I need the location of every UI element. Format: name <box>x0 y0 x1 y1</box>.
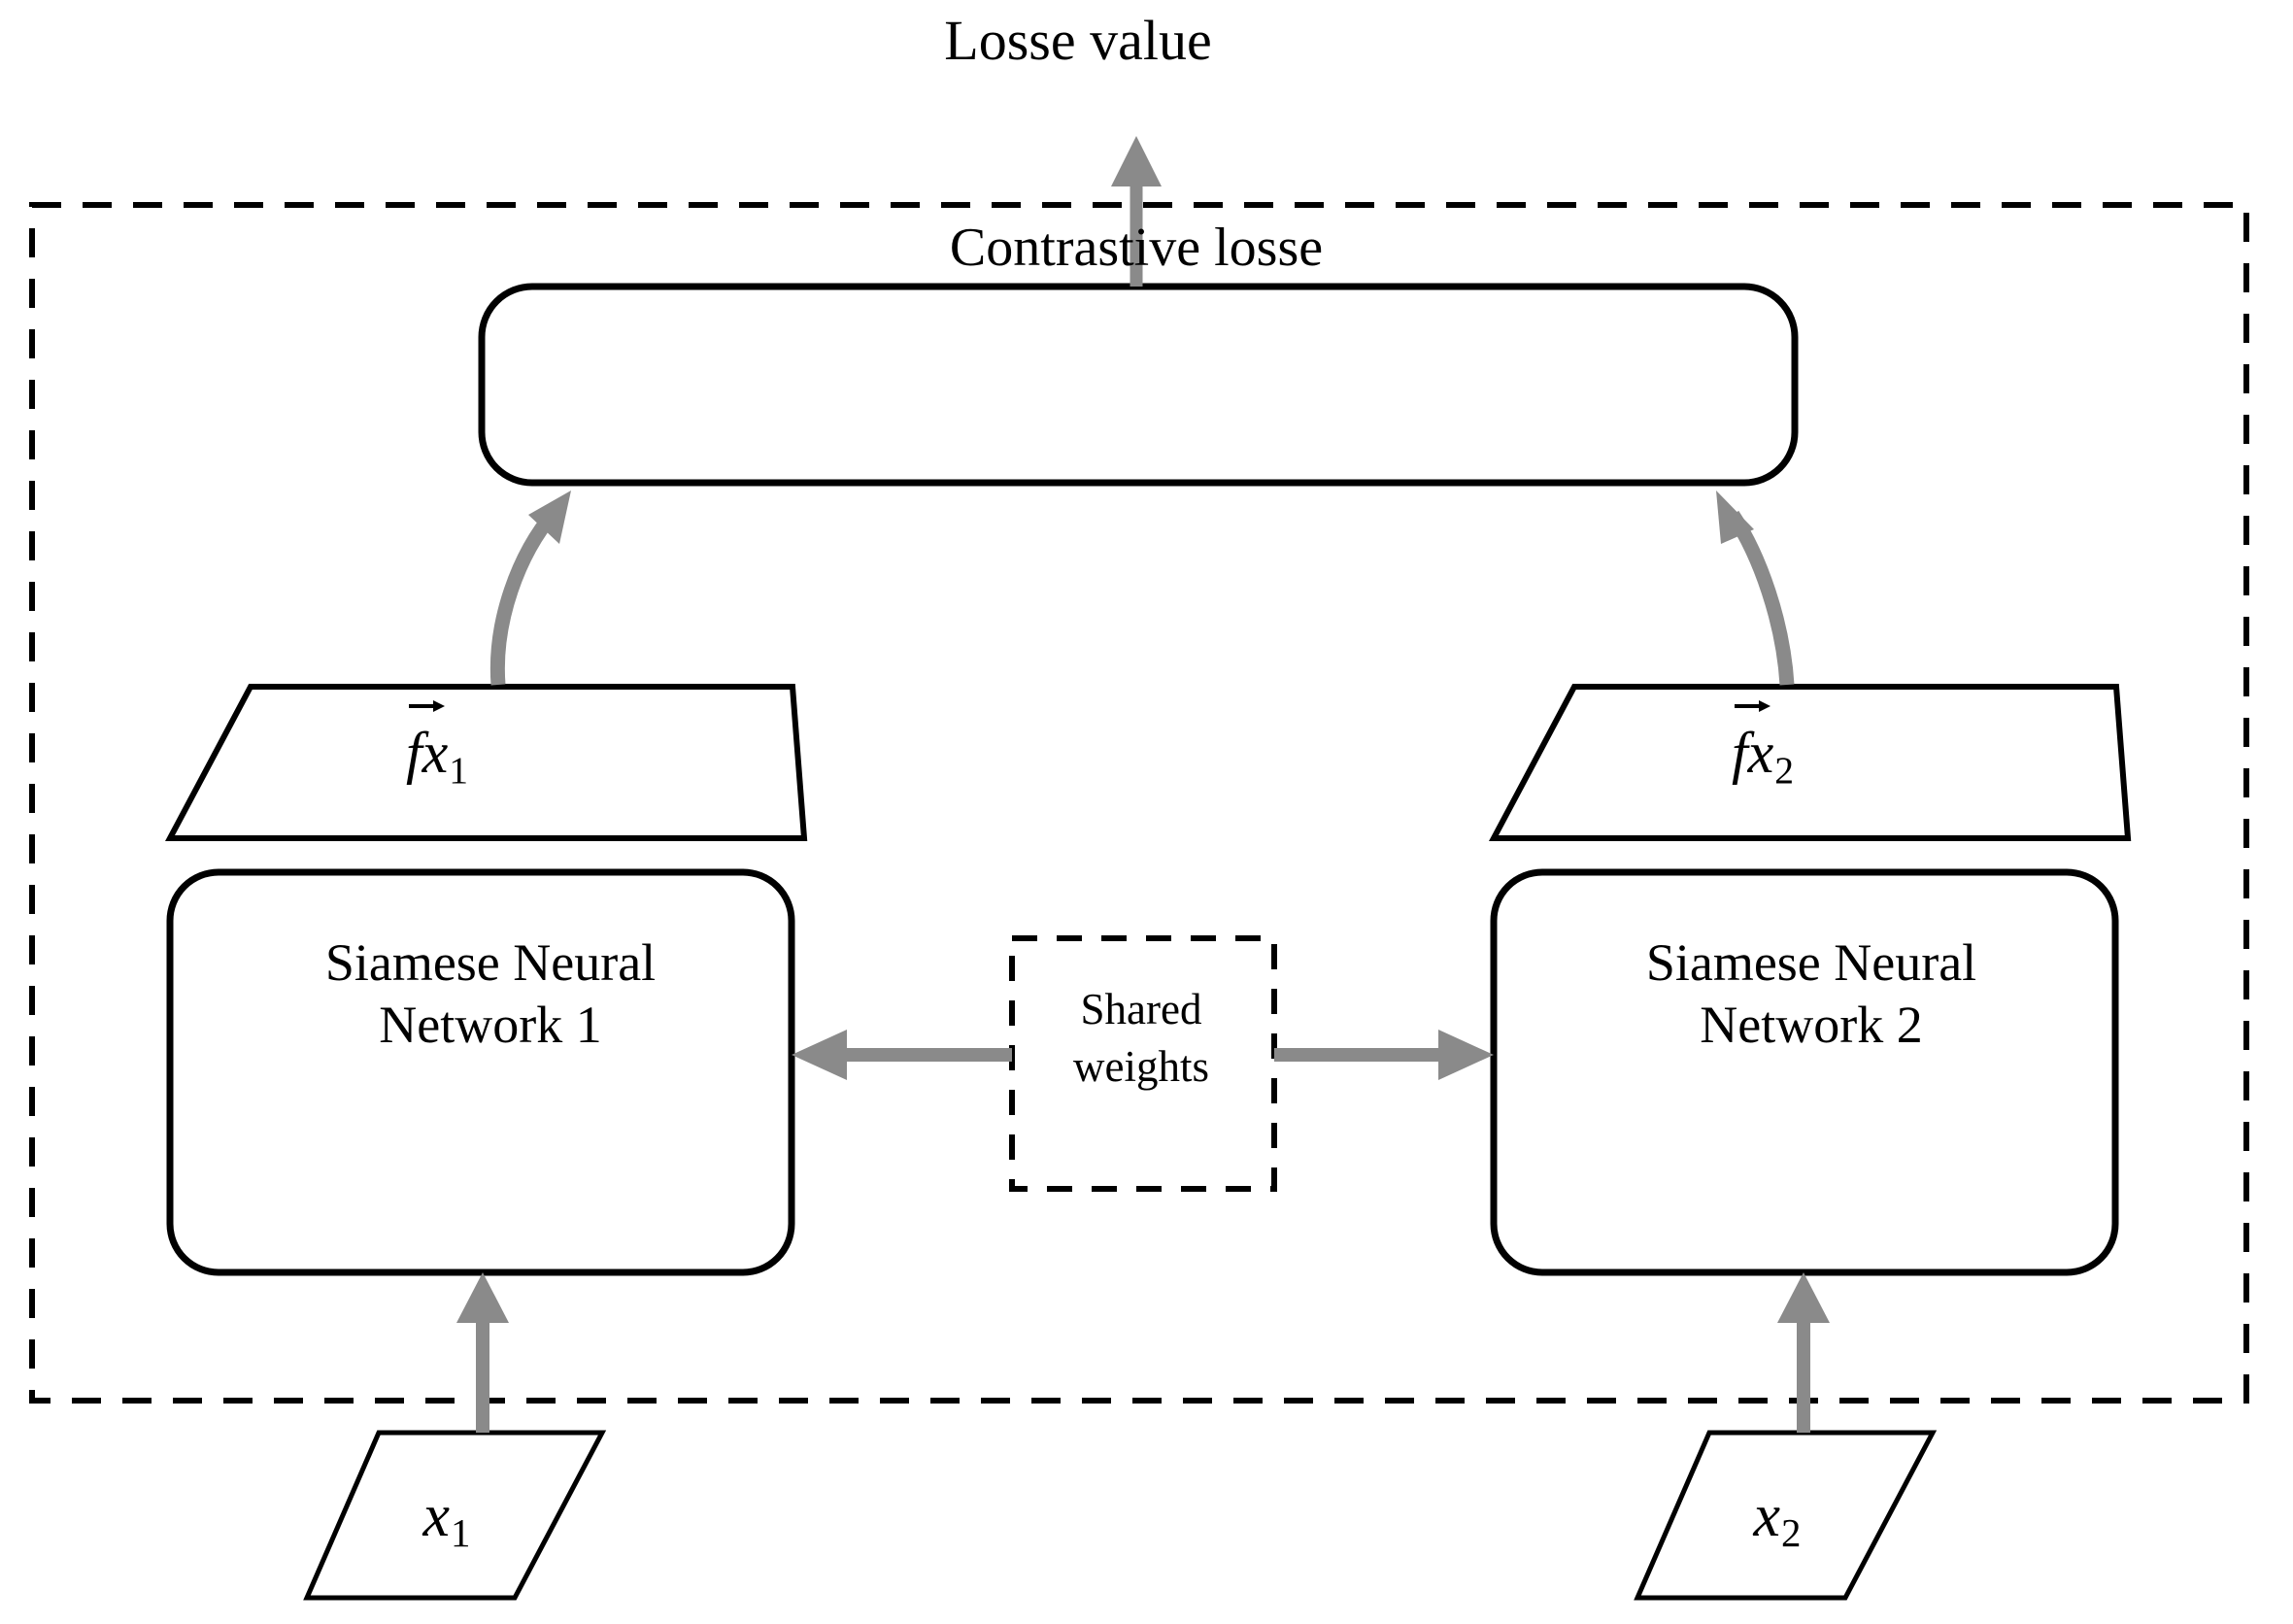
embedding-right-subscript: 2 <box>1774 749 1795 793</box>
input-x1-subscript: 1 <box>451 1511 471 1556</box>
input-x2-var: x <box>1753 1483 1781 1549</box>
page-title: Losse value <box>944 9 1212 72</box>
siamese-network-1-line1: Siamese Neural <box>324 933 657 992</box>
input-x1-var: x <box>422 1483 451 1549</box>
embedding-left-trapezoid <box>165 684 808 841</box>
input-x2-to-network-arrow <box>1777 1272 1830 1433</box>
contrastive-loss-label: Contrastive losse <box>949 218 1324 278</box>
shared-weights-line1: Shared <box>1080 985 1202 1033</box>
input-x1-to-network-arrow <box>456 1272 509 1433</box>
siamese-network-2-line1: Siamese Neural <box>1645 933 1977 992</box>
embedding-right-var: x <box>1747 721 1774 785</box>
input-x1-label: x1 <box>320 1481 573 1558</box>
contrastive-loss-box[interactable] <box>478 283 1799 487</box>
vector-arrow-icon <box>408 700 445 712</box>
siamese-network-2-line2: Network 2 <box>1700 995 1923 1054</box>
left-embedding-to-loss-arrow <box>489 491 571 686</box>
siamese-network-1-line2: Network 1 <box>379 995 602 1054</box>
embedding-right-trapezoid <box>1489 684 2132 841</box>
loss-output-arrow <box>1111 136 1162 287</box>
siamese-network-2-box[interactable] <box>1490 868 2119 1276</box>
input-x2-label: x2 <box>1651 1481 1904 1558</box>
shared-weights-box[interactable] <box>1009 935 1277 1192</box>
siamese-network-1-box[interactable] <box>166 868 795 1276</box>
shared-weights-line2: weights <box>1073 1042 1209 1092</box>
input-x1-parallelogram <box>303 1430 607 1601</box>
embedding-right-f: f <box>1731 721 1748 785</box>
vector-arrow-icon <box>1734 700 1770 712</box>
right-embedding-to-loss-arrow <box>1716 491 1795 686</box>
outer-dashed-container <box>29 202 2249 1404</box>
embedding-left-f: f <box>405 721 422 785</box>
input-x2-parallelogram <box>1634 1430 1938 1601</box>
shared-to-left-network-arrow <box>792 1030 1012 1080</box>
embedding-left-label: fx1 <box>243 700 631 794</box>
embedding-left-var: x <box>422 721 449 785</box>
input-x2-subscript: 2 <box>1781 1511 1802 1556</box>
shared-to-right-network-arrow <box>1274 1030 1494 1080</box>
shared-weights-label: Shared weights <box>1010 981 1272 1097</box>
embedding-left-subscript: 1 <box>449 749 469 793</box>
embedding-right-label: fx2 <box>1568 700 1957 794</box>
